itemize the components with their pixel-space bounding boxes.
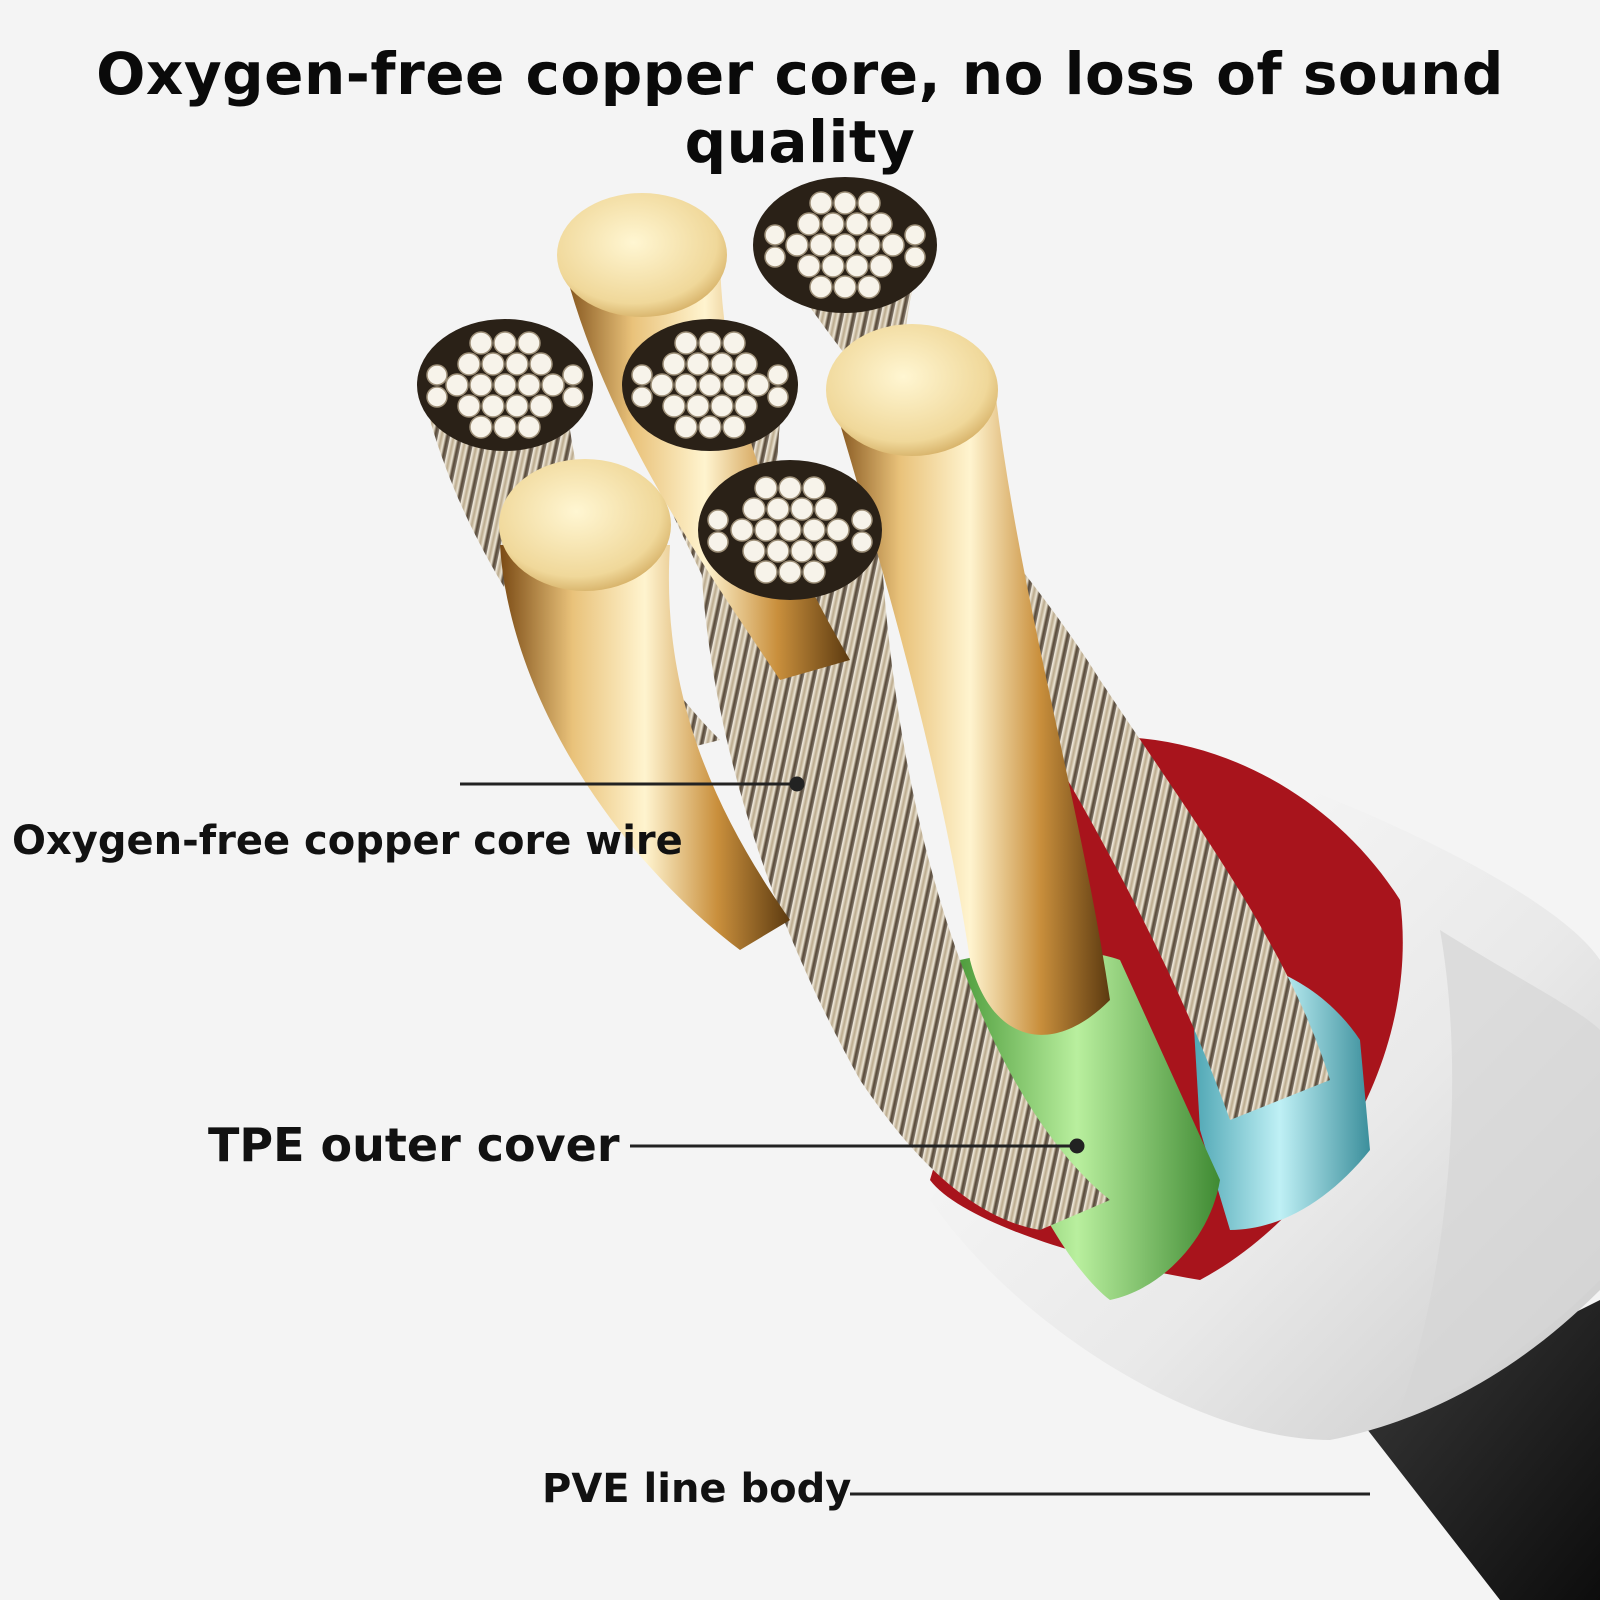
strand-end-top (753, 177, 937, 313)
strand-end-front (698, 460, 882, 600)
pve-line-body-shape (1360, 1300, 1600, 1600)
callout-line-body: PVE line body (542, 1466, 852, 1512)
copper-conductor-front-left (500, 545, 790, 950)
strand-end-middle (622, 319, 798, 451)
leader-dot-core-wire (789, 776, 805, 792)
copper-end-left (499, 459, 671, 591)
leader-dot-outer-cover (1069, 1138, 1085, 1154)
strand-bundle-center (700, 520, 1110, 1230)
green-insulation-shape (960, 950, 1220, 1300)
strand-end-left (417, 319, 593, 451)
callout-core-wire: Oxygen-free copper core wire (12, 818, 683, 864)
copper-conductor-front-right (830, 390, 1110, 1035)
copper-end-right (826, 324, 998, 456)
headline: Oxygen-free copper core, no loss of soun… (96, 40, 1504, 176)
callout-outer-cover: TPE outer cover (208, 1118, 620, 1172)
copper-end-back (557, 193, 727, 317)
